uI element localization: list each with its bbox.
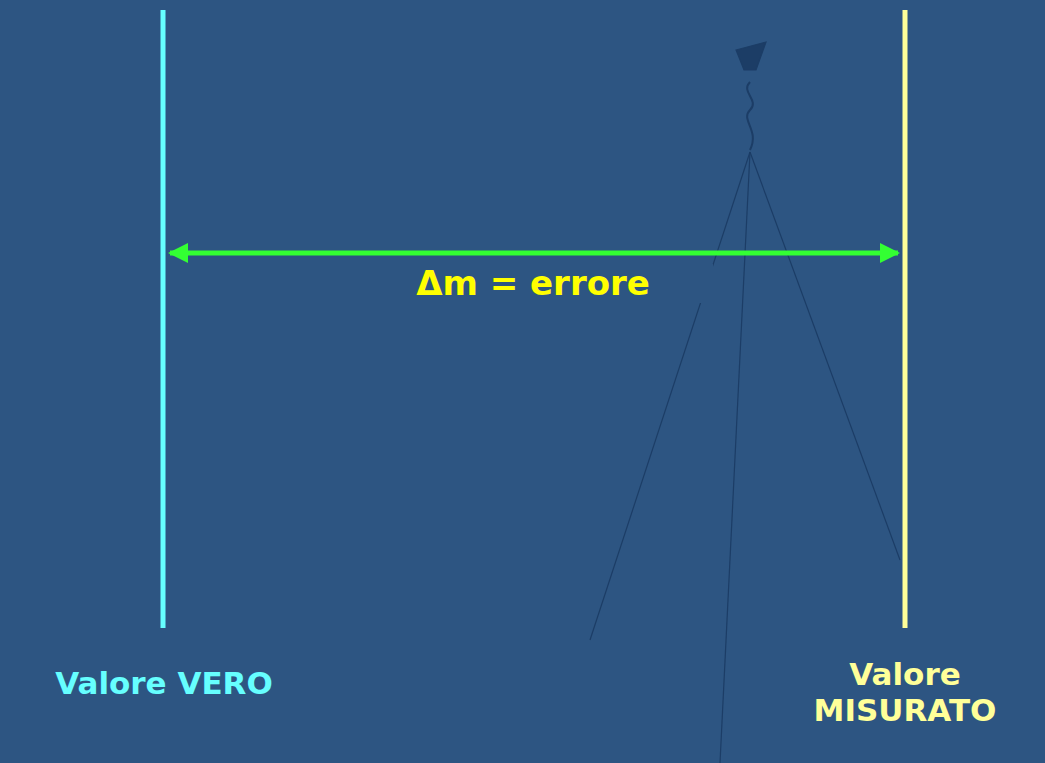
measured-value-line: [903, 10, 908, 628]
true-value-line: [161, 10, 166, 628]
error-arrow: [170, 251, 898, 256]
true-value-label: Valore VERO: [4, 666, 324, 702]
measured-value-label: Valore MISURATO: [800, 657, 1010, 728]
error-label: Δm = errore: [353, 264, 713, 303]
background-lamp: [590, 42, 900, 763]
